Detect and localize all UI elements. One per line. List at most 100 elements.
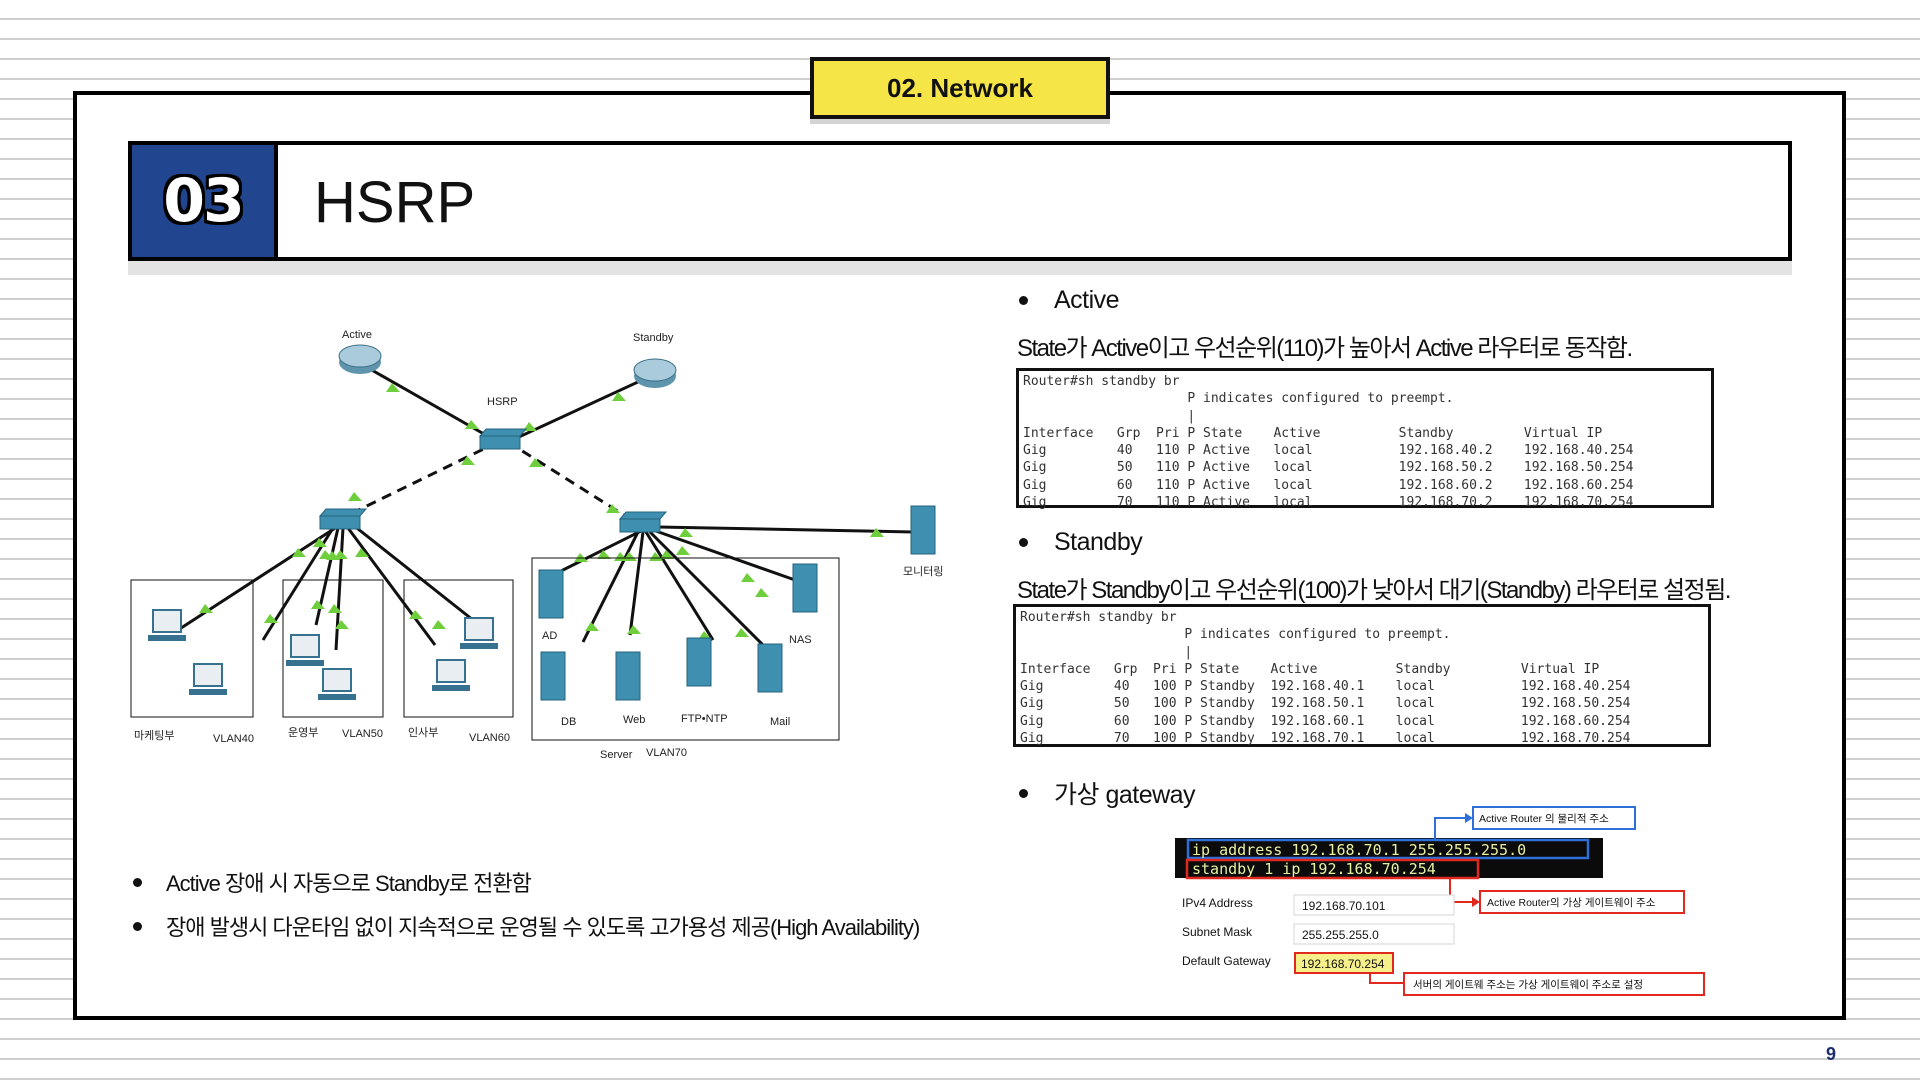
standby-heading-text: Standby	[1054, 528, 1143, 556]
header-shadow	[128, 261, 1792, 275]
terminal-line: Router#sh standby br	[1023, 374, 1180, 389]
hr-label: 인사부	[408, 726, 438, 739]
nas-server-icon	[792, 563, 818, 613]
vlan60-label: VLAN60	[469, 732, 510, 744]
standby-terminal-output: Router#sh standby br P indicates configu…	[1013, 604, 1711, 747]
terminal-line: Gig 50 110 P Active local 192.168.50.2 1…	[1023, 460, 1634, 476]
pc-icon	[318, 668, 356, 700]
slide-header: 03 HSRP	[128, 141, 1792, 261]
terminal-line: |	[1023, 408, 1196, 424]
bullet-text: Active 장애 시 자동으로 Standby로 전환함	[166, 871, 532, 896]
bullet-dot	[133, 877, 142, 887]
network-diagram: Active Standby HSRP 모니터링 AD NAS DB Web F…	[130, 329, 943, 761]
terminal-line: Gig 40 110 P Active local 192.168.40.2 1…	[1023, 443, 1634, 459]
bullet-dot	[1019, 788, 1028, 798]
ftp-server-icon	[686, 637, 712, 687]
marketing-label: 마케팅부	[134, 729, 174, 742]
active-heading-text: Active	[1054, 286, 1120, 314]
vlan-boxes	[130, 557, 840, 741]
callout-virtual-text: Active Router의 가상 게이트웨이 주소	[1487, 897, 1656, 909]
callout-physical-text: Active Router 의 물리적 주소	[1479, 813, 1609, 825]
mask-label: Subnet Mask	[1182, 925, 1253, 939]
link-status-dots	[199, 383, 884, 640]
terminal-line: Gig 50 100 P Standby 192.168.50.1 local …	[1020, 696, 1631, 712]
callout-virtual-box	[1479, 890, 1685, 914]
cli-ip-address-line: ip address 192.168.70.1 255.255.255.0	[1192, 841, 1526, 859]
active-terminal-output: Router#sh standby br P indicates configu…	[1016, 368, 1714, 511]
bullet-dot	[1019, 538, 1028, 547]
pc-icon	[189, 663, 227, 695]
bullet-dot	[1019, 296, 1028, 305]
section-tab: 02. Network	[810, 57, 1110, 119]
pc-icon	[460, 617, 498, 649]
bullet-dot	[133, 921, 142, 931]
cli-standby-line: standby 1 ip 192.168.70.254	[1192, 860, 1436, 878]
server-icons	[538, 505, 936, 701]
mask-field	[1293, 923, 1455, 945]
db-server-icon	[540, 651, 566, 701]
terminal-line: Gig 60 110 P Active local 192.168.60.2 1…	[1023, 477, 1634, 493]
pc-icon	[286, 634, 324, 666]
monitor-label: 모니터링	[903, 565, 943, 578]
pc-icon	[432, 659, 470, 691]
server-callout-line	[1369, 973, 1404, 984]
standby-router-label: Standby	[633, 332, 674, 344]
active-router-label: Active	[342, 329, 372, 341]
mask-value: 255.255.255.0	[1302, 928, 1379, 942]
standby-description: State가 Standby이고 우선순위(100)가 낮아서 대기(Stand…	[1017, 577, 1731, 604]
mail-server-icon	[757, 643, 783, 693]
pc-icon	[148, 609, 186, 641]
section-number: 03	[163, 166, 244, 236]
web-server-icon	[615, 651, 641, 701]
monitor-server-icon	[910, 505, 936, 555]
bullet-item: 장애 발생시 다운타임 없이 지속적으로 운영될 수 있도록 고가용성 제공(H…	[128, 904, 1028, 948]
pc-icons	[148, 609, 498, 700]
terminal-line: Router#sh standby br	[1020, 610, 1177, 625]
terminal-line: Gig 40 100 P Standby 192.168.40.1 local …	[1020, 679, 1631, 695]
terminal-line: Gig 60 100 P Standby 192.168.60.1 local …	[1020, 713, 1631, 729]
gateway-field	[1294, 952, 1394, 974]
active-description: State가 Active이고 우선순위(110)가 높아서 Active 라우…	[1017, 335, 1633, 362]
gw-label: Default Gateway	[1182, 954, 1271, 968]
callout-physical-box	[1472, 806, 1636, 830]
terminal-line: Interface Grp Pri P State Active Standby…	[1020, 661, 1600, 677]
ipv4-value: 192.168.70.101	[1302, 899, 1386, 913]
callout-server-box	[1403, 972, 1705, 996]
router-standby-icon	[633, 358, 677, 388]
router-active-icon	[338, 344, 382, 374]
db-label: DB	[561, 716, 576, 728]
terminal-line: Interface Grp Pri P State Active Standby…	[1023, 425, 1603, 441]
ad-label: AD	[542, 630, 557, 642]
active-heading: Active	[1015, 286, 1120, 315]
section-number-block: 03	[132, 145, 278, 257]
gateway-heading: 가상 gateway	[1015, 775, 1196, 811]
terminal-line: Gig 70 110 P Active local 192.168.70.2 1…	[1023, 495, 1634, 511]
mail-label: Mail	[770, 716, 790, 728]
page-number: 9	[1826, 1044, 1837, 1064]
server-label: Server	[600, 749, 633, 761]
physical-callout-line	[1434, 817, 1465, 840]
gateway-figure: ip address 192.168.70.1 255.255.255.0 st…	[1175, 806, 1705, 996]
vlan50-label: VLAN50	[342, 728, 383, 740]
bullet-item: Active 장애 시 자동으로 Standby로 전환함	[128, 860, 1028, 904]
ipv4-label: IPv4 Address	[1182, 896, 1253, 910]
callout-server-text: 서버의 게이트웨 주소는 가상 게이트웨이 주소로 설정	[1413, 979, 1643, 991]
gateway-heading-text: 가상 gateway	[1054, 781, 1196, 809]
ad-server-icon	[538, 569, 564, 619]
summary-bullets: Active 장애 시 자동으로 Standby로 전환함 장애 발생시 다운타…	[128, 860, 1028, 948]
vlan70-label: VLAN70	[646, 747, 687, 759]
web-label: Web	[623, 714, 645, 726]
ipv4-field	[1293, 894, 1455, 916]
switch-icons	[318, 428, 668, 533]
gw-value: 192.168.70.254	[1301, 957, 1385, 971]
bullet-text: 장애 발생시 다운타임 없이 지속적으로 운영될 수 있도록 고가용성 제공(H…	[166, 915, 920, 940]
access-switch-left-icon	[318, 508, 368, 517]
terminal-line: |	[1020, 644, 1193, 660]
ftp-label: FTP•NTP	[681, 713, 728, 725]
access-switch-right-icon	[618, 511, 668, 520]
vlan40-label: VLAN40	[213, 733, 254, 745]
terminal-line: P indicates configured to preempt.	[1023, 391, 1454, 407]
hsrp-label: HSRP	[487, 396, 518, 408]
standby-heading: Standby	[1015, 528, 1143, 557]
terminal-line: P indicates configured to preempt.	[1020, 627, 1451, 643]
